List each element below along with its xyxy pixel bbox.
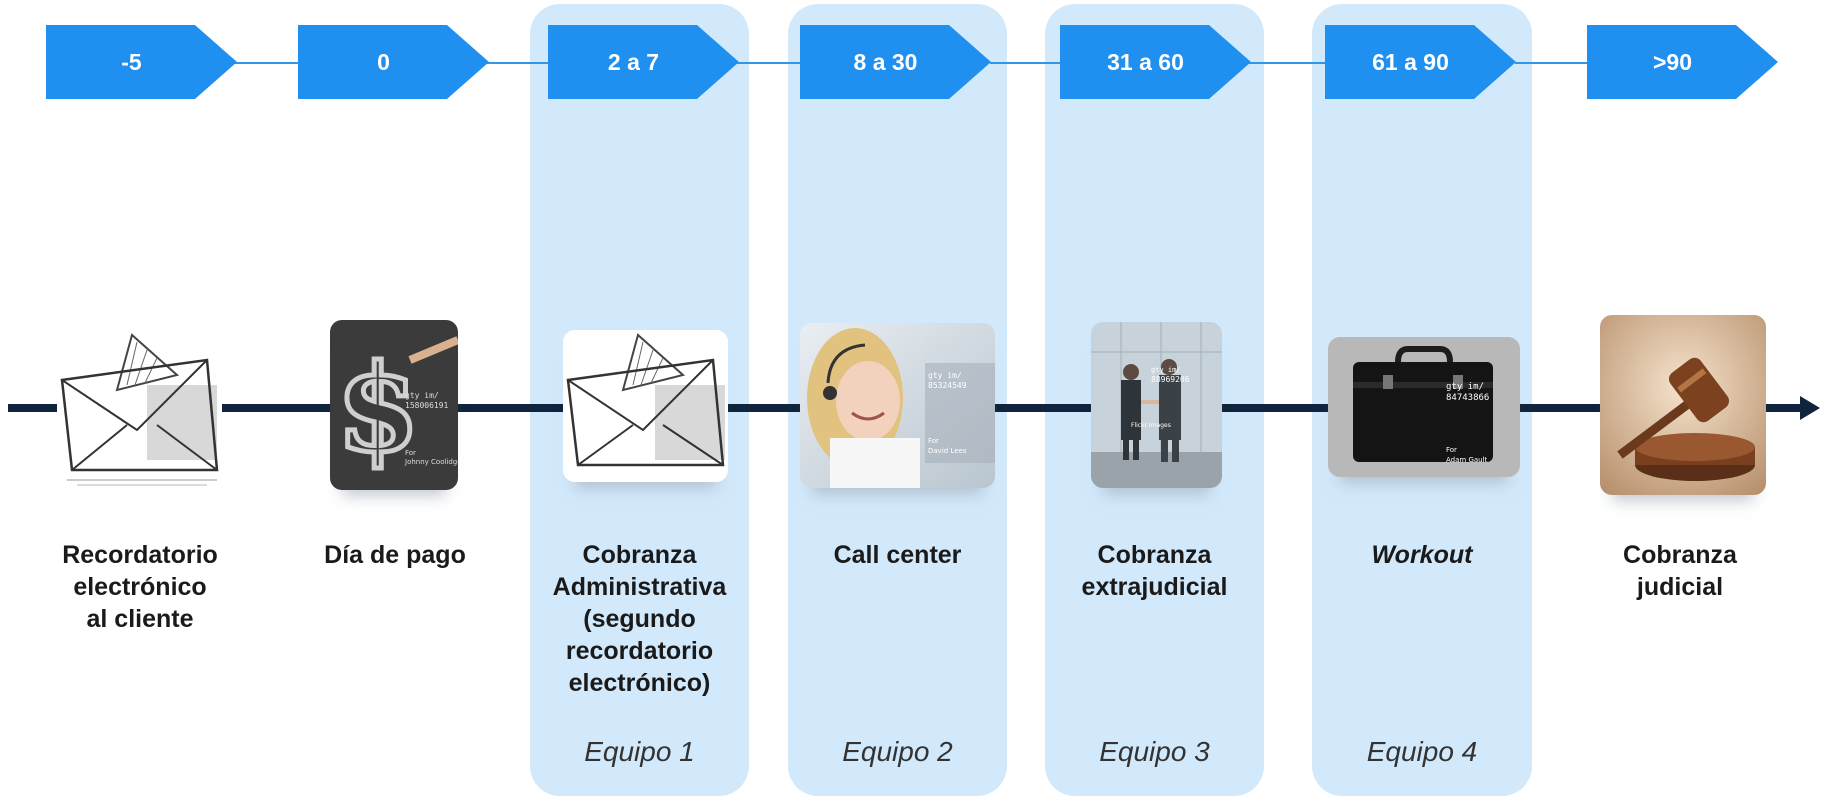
watermark-text: For bbox=[405, 449, 416, 457]
range-label: 8 a 30 bbox=[853, 48, 918, 75]
watermark-text: Adam Gault bbox=[1446, 456, 1488, 464]
range-chevron-7: >90 bbox=[1587, 25, 1778, 99]
briefcase-icon: gty im/ 84743866 For Adam Gault bbox=[1328, 337, 1520, 477]
timeline-arrow-icon bbox=[1800, 396, 1820, 420]
stage-label: Cobranza extrajudicial bbox=[1081, 541, 1228, 601]
dollar-chalkboard-icon: $ gty im/ 158006191 For Johnny Coolidge bbox=[330, 320, 458, 490]
range-chevron-4: 8 a 30 bbox=[800, 25, 991, 99]
chevron-connector bbox=[230, 62, 300, 64]
chevron-connector bbox=[480, 62, 550, 64]
watermark-text: gty im/ bbox=[1446, 382, 1484, 392]
watermark-text: 85324549 bbox=[928, 381, 967, 390]
range-label: 31 a 60 bbox=[1107, 48, 1184, 75]
range-label: -5 bbox=[121, 48, 142, 75]
chevron-connector bbox=[1515, 62, 1595, 64]
svg-text:$: $ bbox=[336, 338, 420, 479]
stage-label: Recordatorio electrónico al cliente bbox=[62, 541, 218, 633]
chevron-connector bbox=[730, 62, 802, 64]
range-chevron-5: 31 a 60 bbox=[1060, 25, 1251, 99]
range-label: 0 bbox=[377, 48, 390, 75]
range-chevron-3: 2 a 7 bbox=[548, 25, 739, 99]
chevron-connector bbox=[990, 62, 1062, 64]
stage-label: Cobranza judicial bbox=[1623, 541, 1737, 601]
watermark-text: David Lees bbox=[928, 447, 967, 455]
range-chevron-2: 0 bbox=[298, 25, 489, 99]
envelope-icon bbox=[57, 330, 222, 492]
team-label: Equipo 4 bbox=[1366, 736, 1478, 767]
team-label: Equipo 1 bbox=[584, 736, 695, 767]
watermark-text: 88969206 bbox=[1151, 375, 1190, 384]
stage-label: Día de pago bbox=[324, 541, 466, 569]
watermark-text: gty im/ bbox=[1151, 366, 1181, 374]
range-label: >90 bbox=[1652, 48, 1692, 75]
watermark-text: For bbox=[928, 437, 939, 445]
call-center-agent-icon: gty im/ 85324549 For David Lees bbox=[800, 323, 995, 488]
team-label: Equipo 3 bbox=[1099, 736, 1210, 767]
range-label: 2 a 7 bbox=[607, 48, 660, 75]
chevron-connector bbox=[1248, 62, 1328, 64]
stage-label: Workout bbox=[1371, 541, 1473, 569]
stage-label: Cobranza Administrativa (segundo recorda… bbox=[552, 541, 727, 697]
team-label: Equipo 2 bbox=[842, 736, 953, 767]
watermark-text: For bbox=[1446, 446, 1457, 454]
handshake-icon: gty im/ 88969206 Flickr Images bbox=[1091, 322, 1222, 488]
range-chevron-1: -5 bbox=[46, 25, 237, 99]
watermark-text: gty im/ bbox=[928, 371, 962, 380]
watermark-text: Johnny Coolidge bbox=[404, 458, 458, 466]
watermark-text: gty im/ bbox=[405, 391, 439, 400]
watermark-text: 84743866 bbox=[1446, 393, 1489, 403]
range-chevron-6: 61 a 90 bbox=[1325, 25, 1516, 99]
envelope-icon bbox=[563, 330, 728, 482]
watermark-text: 158006191 bbox=[405, 401, 449, 410]
watermark-text: Flickr Images bbox=[1131, 422, 1171, 429]
stage-label: Call center bbox=[833, 541, 962, 569]
gavel-icon bbox=[1600, 315, 1766, 495]
range-label: 61 a 90 bbox=[1372, 48, 1449, 75]
